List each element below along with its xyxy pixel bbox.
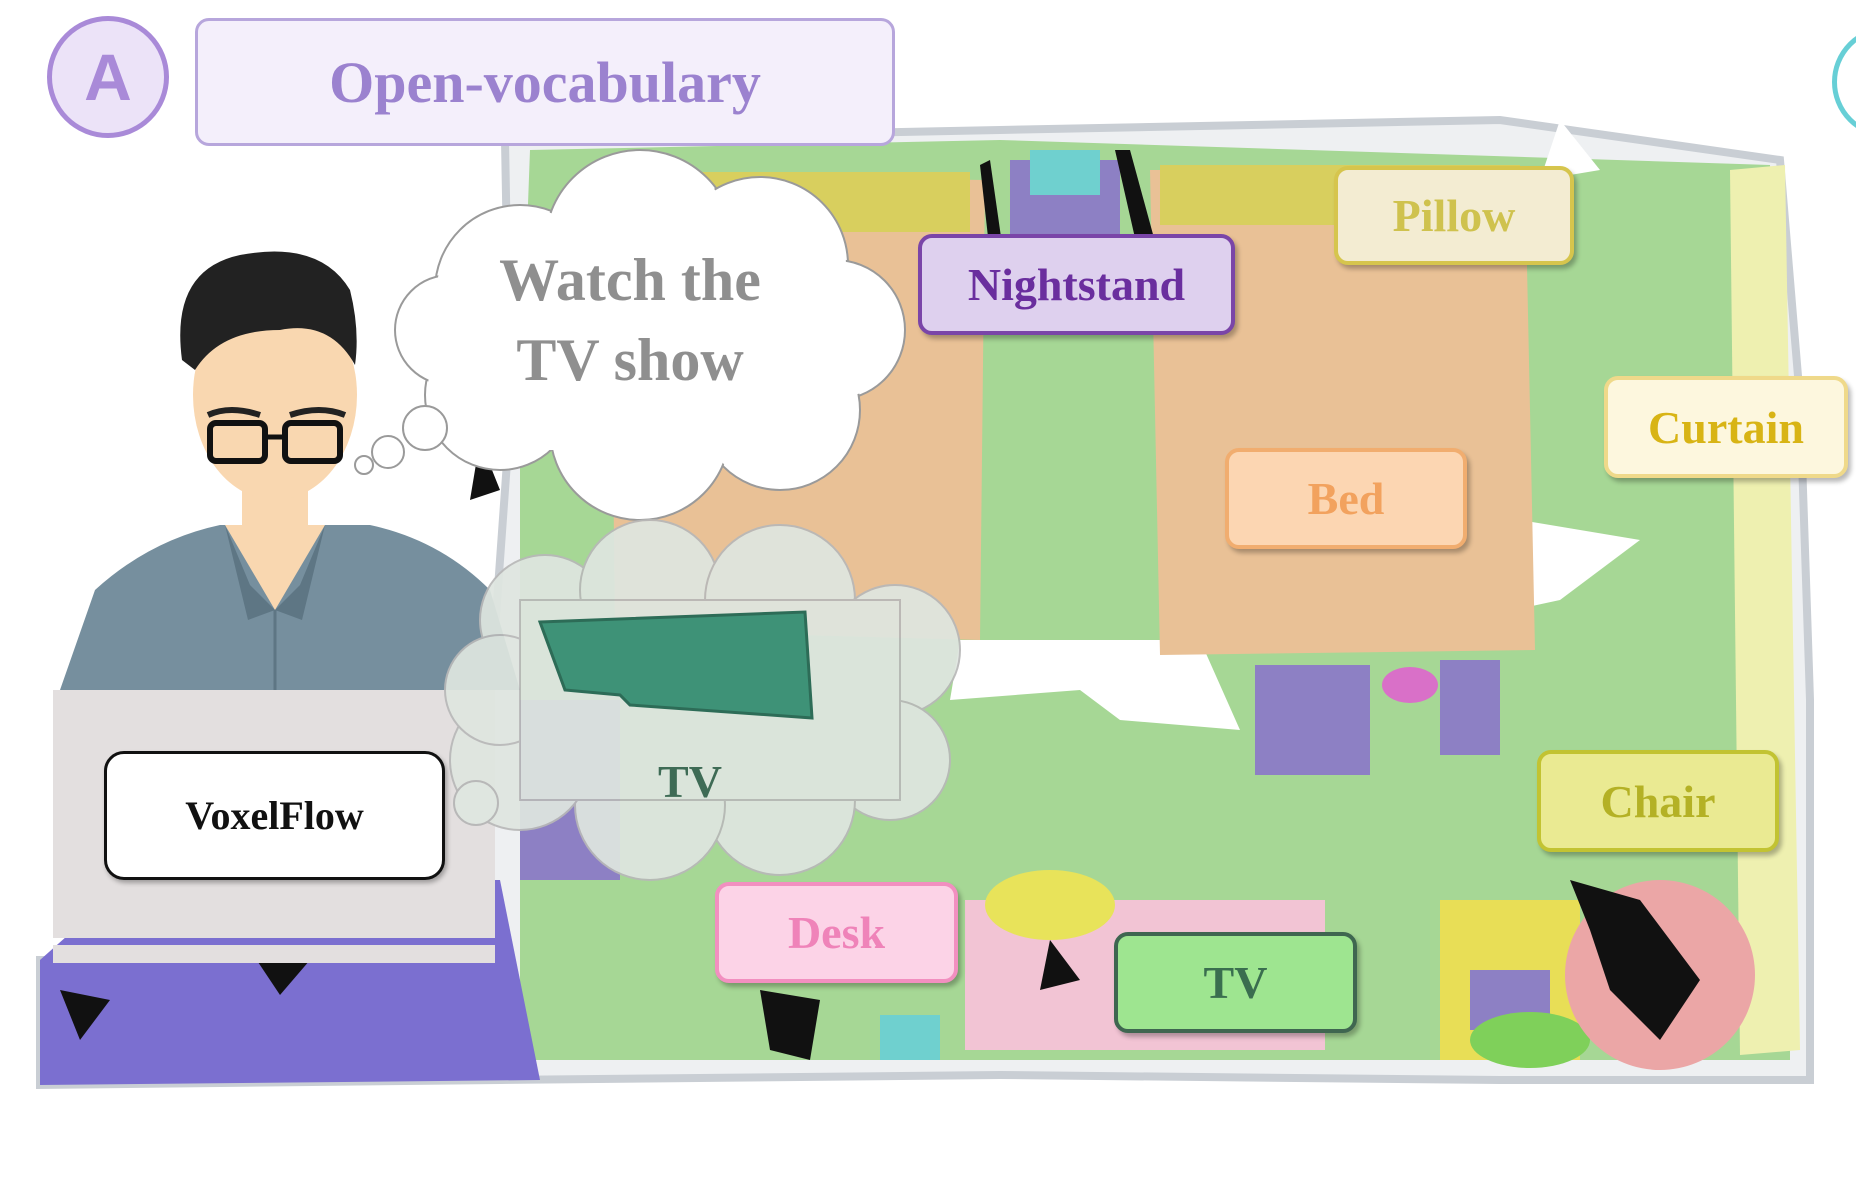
thought-line-2: TV show <box>516 327 744 393</box>
label-bed: Bed <box>1225 448 1467 549</box>
thought-line-1: Watch the <box>499 247 761 313</box>
panel-title: Open-vocabulary <box>195 18 895 146</box>
label-nightstand: Nightstand <box>918 234 1235 335</box>
label-curtain: Curtain <box>1604 376 1848 478</box>
label-tv: TV <box>1114 932 1357 1033</box>
badge-letter: A <box>84 40 132 114</box>
panel-badge: A <box>47 16 169 138</box>
voxelflow-label: VoxelFlow <box>104 751 445 880</box>
tv-bubble-label: TV <box>658 756 722 807</box>
thought-text: Watch the TV show <box>470 240 790 400</box>
label-pillow: Pillow <box>1334 166 1574 265</box>
label-desk: Desk <box>715 882 958 983</box>
label-chair: Chair <box>1537 750 1779 852</box>
